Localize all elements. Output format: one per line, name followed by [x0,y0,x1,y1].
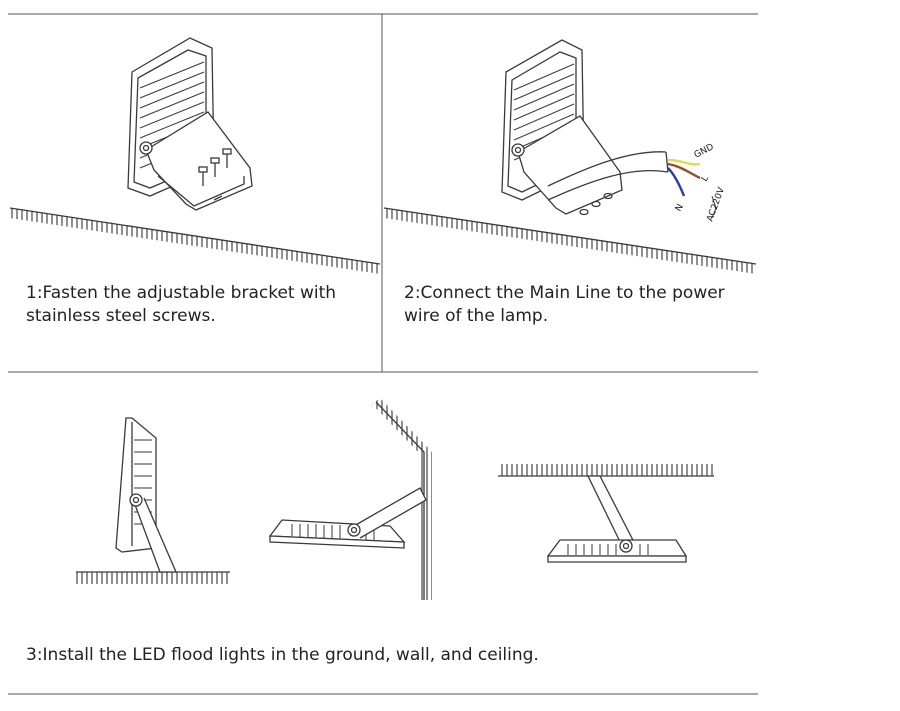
bracket-2 [511,115,623,216]
ground-surface-2 [383,207,757,274]
label-gnd: GND [693,142,716,161]
wires [667,158,701,197]
ceiling-mount [498,464,714,563]
panel-step2-illustration [383,39,757,274]
wall-mount [268,398,432,600]
label-live: L [700,174,711,183]
adjustable-bracket [139,111,253,211]
screws [198,148,232,186]
ground-surface [9,207,381,274]
step1-caption: 1:Fasten the adjustable bracket with sta… [26,283,337,326]
panel-borders [8,13,758,695]
label-neutral: N [674,203,686,214]
step3-caption: 3:Install the LED flood lights in the gr… [26,645,539,665]
panel-step1-illustration [9,37,381,274]
panel-step3-illustration [76,398,714,600]
step2-caption: 2:Connect the Main Line to the power wir… [404,283,725,326]
ground-mount [76,417,230,584]
label-voltage: AC220V [705,185,727,223]
